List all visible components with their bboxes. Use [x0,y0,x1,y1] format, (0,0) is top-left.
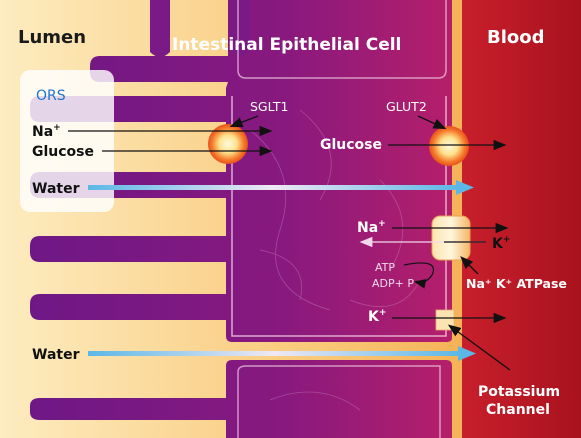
atp-label: ATP [375,261,395,274]
atpase-label: Na⁺ K⁺ ATPase [466,276,567,291]
potassium-channel-pointer [447,324,511,371]
ors-box [20,70,114,212]
na-efflux-label: Na+ [357,219,386,236]
potassium-channel-label-line2: Channel [486,402,550,418]
k-influx-label: K+ [492,235,510,252]
glut2-pointer [417,115,447,130]
atpase-pointer [460,256,479,275]
lumen-label: Lumen [18,27,86,48]
cell-title: Intestinal Epithelial Cell [172,35,401,55]
sglt1-pointer [229,115,259,128]
ors-title: ORS [36,88,66,104]
water-flow-lower-head [458,346,476,361]
atp-hydrolysis-arrow [403,262,434,289]
na-k-atpase-pump [431,215,471,261]
lower-epithelial-cell [30,360,452,438]
glut2-transporter [429,126,469,166]
blood-label: Blood [487,27,545,48]
glucose-efflux-label: Glucose [320,137,382,153]
sglt1-transporter [208,124,248,164]
water-flow-upper [88,185,458,190]
adp-label: ADP+ P [372,277,414,290]
blood-region [462,0,581,438]
water-flow-lower [88,351,460,356]
ors-glucose-label: Glucose [32,144,94,160]
ors-water-label: Water [32,181,80,197]
glut2-label: GLUT2 [386,99,427,114]
k-channel-label: K+ [368,308,386,325]
sglt1-label: SGLT1 [250,99,288,114]
water-flow-upper-head [456,180,474,195]
lower-water-label: Water [32,347,80,363]
potassium-channel-label-line1: Potassium [478,384,560,400]
ors-na-label: Na+ [32,123,61,140]
